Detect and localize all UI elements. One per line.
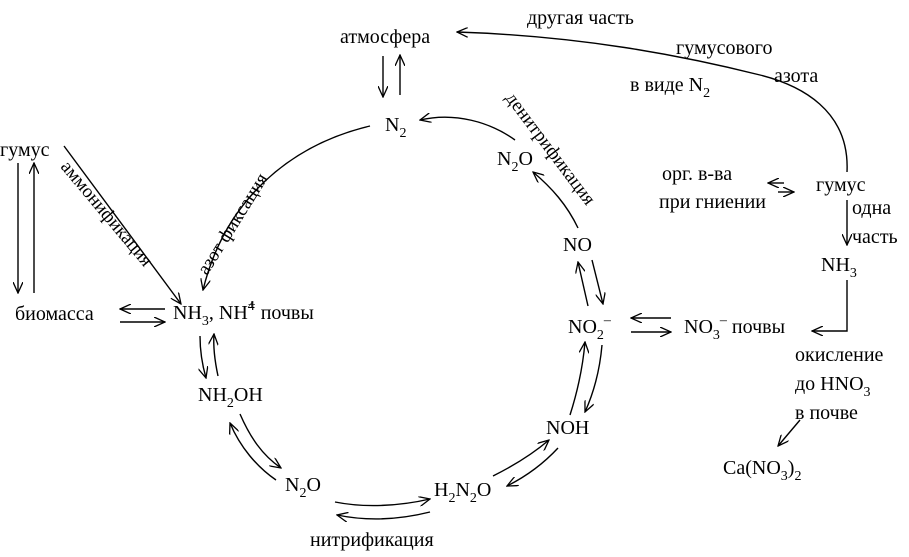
noh-to-no2-arrow [569, 342, 585, 416]
nh3-nh4-soil-label: NH3, NH4+ почвы [173, 298, 314, 329]
n2o-top-label: N2O [497, 148, 533, 175]
n2o-to-nh2oh-arrow [230, 423, 277, 481]
humus-left-label: гумус [0, 139, 50, 161]
oxidation-label: окисление [795, 344, 884, 366]
nh3-to-nh2oh-arrow [200, 335, 206, 378]
n2-top-label: N2 [385, 114, 406, 141]
h2n2o2-to-noh-arrow [492, 440, 549, 477]
ammonification-arrow [63, 145, 181, 304]
noh-label: NOH [546, 417, 589, 439]
organic-matter-label: орг. в-ва [662, 163, 732, 185]
nh2oh-to-n2o-arrow [239, 413, 281, 468]
humic-label: гумусового [676, 37, 772, 59]
no2-to-noh-arrow [585, 344, 603, 412]
no2-to-no-arrow [578, 262, 589, 307]
no2-label: NO2– [568, 313, 612, 343]
nitrogen-word-label: азота [774, 65, 818, 87]
humus-to-atmosphere-arrow [457, 32, 848, 173]
in-soil-label: в почве [795, 402, 858, 424]
humus-right-label: гумус [816, 174, 866, 196]
other-part-label: другая часть [527, 7, 634, 29]
nitrification-label: нитрификация [310, 529, 434, 551]
no3-soil-label: NO3– почвы [684, 313, 785, 343]
organic-matter-label-2: при гниении [659, 191, 766, 213]
nh2oh-label: NH2OH [198, 384, 263, 411]
h2n2o2-label: H2N2O [434, 479, 491, 506]
h2n2o2-to-n2o-arrow [337, 511, 431, 519]
oxidation-to-calcium-nitrate-arrow [778, 419, 801, 446]
nh3-right-label: NH3 [821, 254, 857, 281]
part-label: часть [852, 226, 898, 248]
no-to-no2-arrow [591, 259, 603, 304]
no-label: NO [563, 234, 592, 256]
to-hno3-label: до HNO3 [795, 373, 871, 400]
calcium-nitrate-label: Ca(NO3)2 [723, 457, 801, 484]
n2o-to-h2n2o2-arrow [334, 499, 430, 506]
nh3-to-no3-arrow [812, 280, 848, 331]
nitrogen-fixation-arrow [203, 125, 371, 290]
n2o-bottom-label: N2O [285, 474, 321, 501]
nh2oh-to-nh3-arrow [214, 334, 218, 377]
biomass-label: биомасса [15, 303, 94, 325]
n2o-to-n2-arrow [420, 117, 516, 141]
one-part-label: одна [852, 197, 891, 219]
no-to-n2o-arrow [533, 172, 579, 229]
denitrification-label: денитрификация [501, 88, 600, 209]
ammonification-label: аммонификация [56, 157, 157, 271]
atmosphere-label: атмосфера [340, 26, 430, 48]
as-n2-label: в виде N2 [630, 74, 710, 101]
noh-to-h2n2o2-arrow [507, 447, 559, 486]
